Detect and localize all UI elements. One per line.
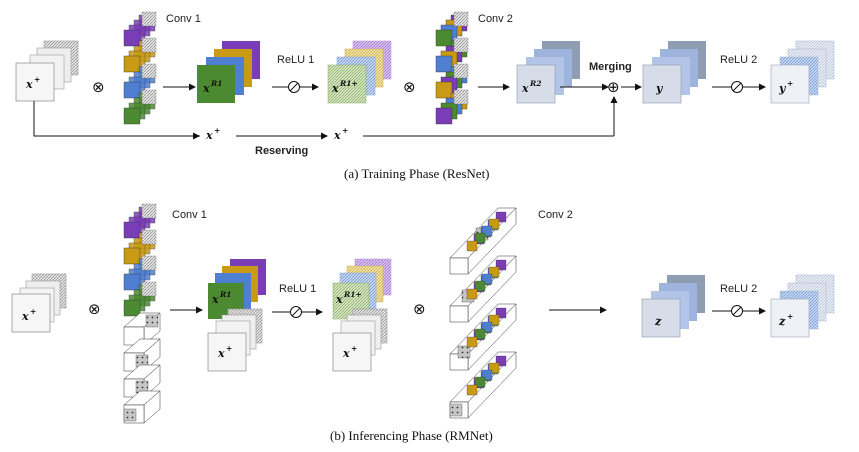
bottom-conv1-kernels (123, 203, 161, 424)
bottom-conv2-kernels (449, 207, 517, 419)
kernel-gold (123, 37, 157, 73)
top-xr1-stack: x R1 (197, 41, 260, 103)
kernel-purple-stack (435, 11, 469, 47)
top-conv2-label: Conv 2 (478, 13, 513, 25)
kernel-gold-stack (435, 37, 469, 73)
top-xr1-label: x (202, 82, 210, 95)
otimes-icon: ⊗ (403, 78, 416, 96)
reserving-label: Reserving (255, 145, 308, 157)
bottom-xr1plus-label: x (335, 293, 343, 306)
bottom-xplus1-label: x (217, 347, 225, 360)
svg-text:R1: R1 (210, 79, 222, 88)
kernel-purple (123, 203, 157, 239)
svg-text:+: + (351, 344, 357, 353)
training-phase: x + ⊗ Conv 1 x R1 ReLU 1 x R1+ (15, 11, 835, 181)
top-y-label: y (655, 82, 664, 95)
top-y-stack: y (642, 41, 706, 104)
oplus-icon: ⊕ (607, 78, 620, 96)
svg-text:R2: R2 (529, 79, 541, 88)
top-conv2-kernels (435, 11, 469, 125)
svg-text:+: + (214, 126, 220, 135)
bottom-z-stack: z (641, 275, 705, 338)
bottom-relu2-label: ReLU 2 (720, 283, 757, 295)
top-conv1-label: Conv 1 (166, 13, 201, 25)
reserving-x-1: x (205, 129, 213, 142)
top-conv1-kernels (123, 11, 157, 125)
top-yplus-label: y (778, 82, 787, 95)
kernel-purple (123, 11, 157, 47)
top-input-label: x (25, 78, 33, 91)
svg-text:+: + (342, 126, 348, 135)
reserving-x-2: x (333, 129, 341, 142)
kernel-blue-stack (435, 63, 469, 99)
conv2-fused-kernel (449, 207, 517, 275)
top-xr2-label: x (521, 82, 529, 95)
caption-training: (a) Training Phase (ResNet) (344, 166, 490, 181)
caption-inferencing: (b) Inferencing Phase (RMNet) (330, 428, 493, 443)
bottom-conv1-label: Conv 1 (172, 209, 207, 221)
svg-text:+: + (226, 344, 232, 353)
conv2-fused-kernel (449, 351, 517, 419)
inferencing-phase: x + ⊗ Conv 1 x R1 x + ReLU 1 (11, 203, 835, 443)
bottom-input-stack: x + (11, 273, 67, 333)
conv2-fused-kernel (449, 255, 517, 323)
top-xr1plus-stack: x R1+ (327, 40, 392, 104)
top-xr2-stack: x R2 (516, 41, 580, 104)
reserving-path: x + x + Reserving (33, 96, 618, 157)
identity-kernel (123, 390, 161, 424)
conv2-fused-kernel (449, 303, 517, 371)
otimes-icon: ⊗ (413, 300, 426, 318)
svg-text:+: + (30, 307, 36, 316)
svg-text:R1+: R1+ (339, 79, 358, 88)
identity-kernel (123, 338, 161, 372)
kernel-green-stack (435, 89, 469, 125)
kernel-gold (123, 229, 157, 265)
otimes-icon: ⊗ (92, 78, 105, 96)
top-merging-label: Merging (589, 61, 632, 73)
kernel-green (123, 89, 157, 125)
svg-text:+: + (787, 79, 793, 88)
top-xr1plus-label: x (331, 82, 339, 95)
bottom-xplus2-label: x (342, 347, 350, 360)
kernel-blue (123, 63, 157, 99)
svg-text:+: + (34, 75, 40, 84)
bottom-conv2-label: Conv 2 (538, 209, 573, 221)
kernel-green (123, 281, 157, 317)
otimes-icon: ⊗ (88, 300, 101, 318)
bottom-relu1-label: ReLU 1 (279, 283, 316, 295)
bottom-zplus-label: z (778, 315, 786, 328)
bottom-z-label: z (654, 315, 662, 328)
svg-text:+: + (787, 312, 793, 321)
bottom-xr1plus-stack: x R1+ x + (332, 258, 392, 372)
bottom-input-label: x (21, 310, 29, 323)
top-input-stack: x + (15, 40, 79, 102)
top-relu2-label: ReLU 2 (720, 54, 757, 66)
bottom-xr1-label: x (211, 293, 219, 306)
svg-text:R1+: R1+ (343, 290, 362, 299)
bottom-xr1-stack: x R1 x + (207, 259, 266, 372)
svg-text:R1: R1 (219, 290, 231, 299)
top-yplus-stack: y + (770, 40, 835, 104)
kernel-blue (123, 255, 157, 291)
top-relu1-label: ReLU 1 (277, 54, 314, 66)
bottom-zplus-stack: z + (770, 274, 835, 338)
